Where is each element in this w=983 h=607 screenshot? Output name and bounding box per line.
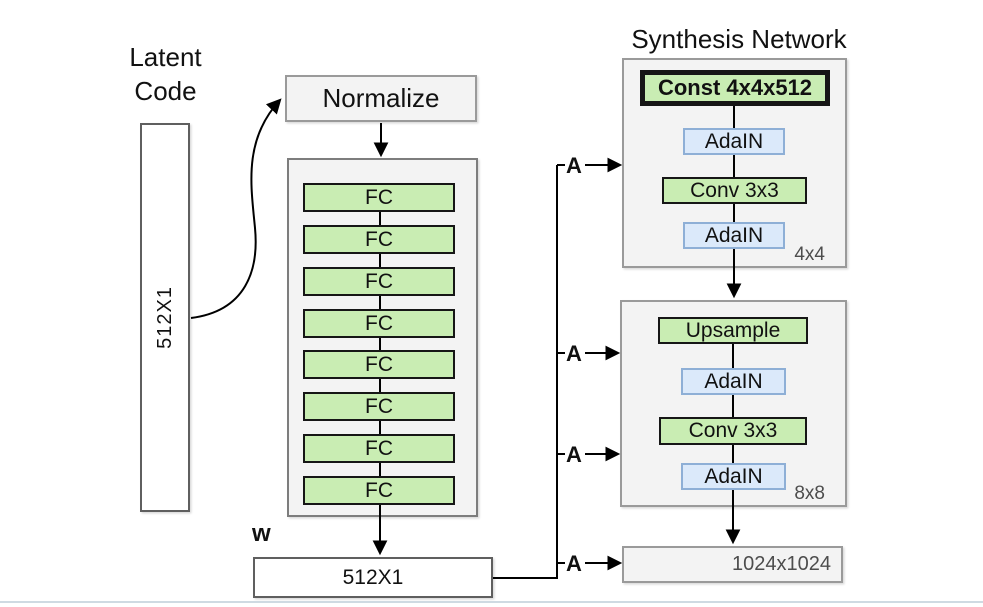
latent-vector-label: 512X1 (153, 286, 176, 349)
fc-label: FC (365, 436, 393, 460)
fc-layer-1: FC (303, 183, 455, 212)
fc-label: FC (365, 227, 393, 251)
arrow-latent-to-normalize (190, 98, 282, 319)
adain-box-4x4-bottom: AdaIN (683, 222, 785, 249)
w-vector-label: 512X1 (342, 565, 404, 589)
fc-layer-8: FC (303, 476, 455, 505)
const-label: Const 4x4x512 (657, 75, 813, 100)
adain-box-8x8-bottom: AdaIN (681, 463, 786, 490)
conv-3x3-box-8x8: Conv 3x3 (659, 417, 807, 445)
output-resolution-label: 1024x1024 (732, 553, 831, 575)
normalize-box: Normalize (285, 75, 477, 122)
fc-label: FC (365, 478, 393, 502)
fc-layer-5: FC (303, 350, 455, 379)
fc-label: FC (365, 269, 393, 293)
conv-label: Conv 3x3 (688, 419, 778, 442)
normalize-label: Normalize (322, 83, 440, 113)
a3-label: A (566, 442, 582, 467)
conv-3x3-box-4x4: Conv 3x3 (662, 177, 807, 204)
output-resolution-box: 1024x1024 (622, 546, 843, 583)
fc-label: FC (365, 311, 393, 335)
a2-label: A (566, 341, 582, 366)
fc-label: FC (365, 352, 393, 376)
fc-layer-3: FC (303, 267, 455, 296)
adain-label: AdaIN (704, 223, 764, 247)
adain-label: AdaIN (704, 464, 763, 488)
adain-label: AdaIN (704, 369, 763, 393)
latent-code-title: Latent Code (108, 40, 223, 108)
upsample-label: Upsample (685, 318, 781, 342)
adain-label: AdaIN (704, 129, 764, 153)
fc-label: FC (365, 394, 393, 418)
w-vector-box: 512X1 (253, 557, 493, 598)
synthesis-network-title: Synthesis Network (631, 24, 847, 54)
fc-layer-6: FC (303, 392, 455, 421)
latent-code-title-line2: Code (134, 76, 197, 106)
adain-box-4x4-top: AdaIN (683, 128, 785, 155)
const-4x4x512-box: Const 4x4x512 (640, 70, 830, 106)
latent-vector-box: 512X1 (140, 123, 190, 512)
fc-layer-2: FC (303, 225, 455, 254)
upsample-box: Upsample (658, 317, 808, 344)
adain-box-8x8-top: AdaIN (681, 368, 786, 395)
fc-label: FC (365, 185, 393, 209)
style-bus-line (493, 165, 558, 579)
resolution-label-4x4: 4x4 (794, 244, 825, 265)
fc-layer-7: FC (303, 434, 455, 463)
a4-label: A (566, 551, 582, 576)
conv-label: Conv 3x3 (690, 178, 779, 202)
a1-label: A (566, 153, 582, 178)
fc-layer-4: FC (303, 309, 455, 338)
latent-code-title-line1: Latent (129, 42, 202, 72)
w-vector-name: w (252, 520, 271, 547)
window-bottom-edge (0, 601, 983, 603)
resolution-label-8x8: 8x8 (794, 483, 825, 504)
